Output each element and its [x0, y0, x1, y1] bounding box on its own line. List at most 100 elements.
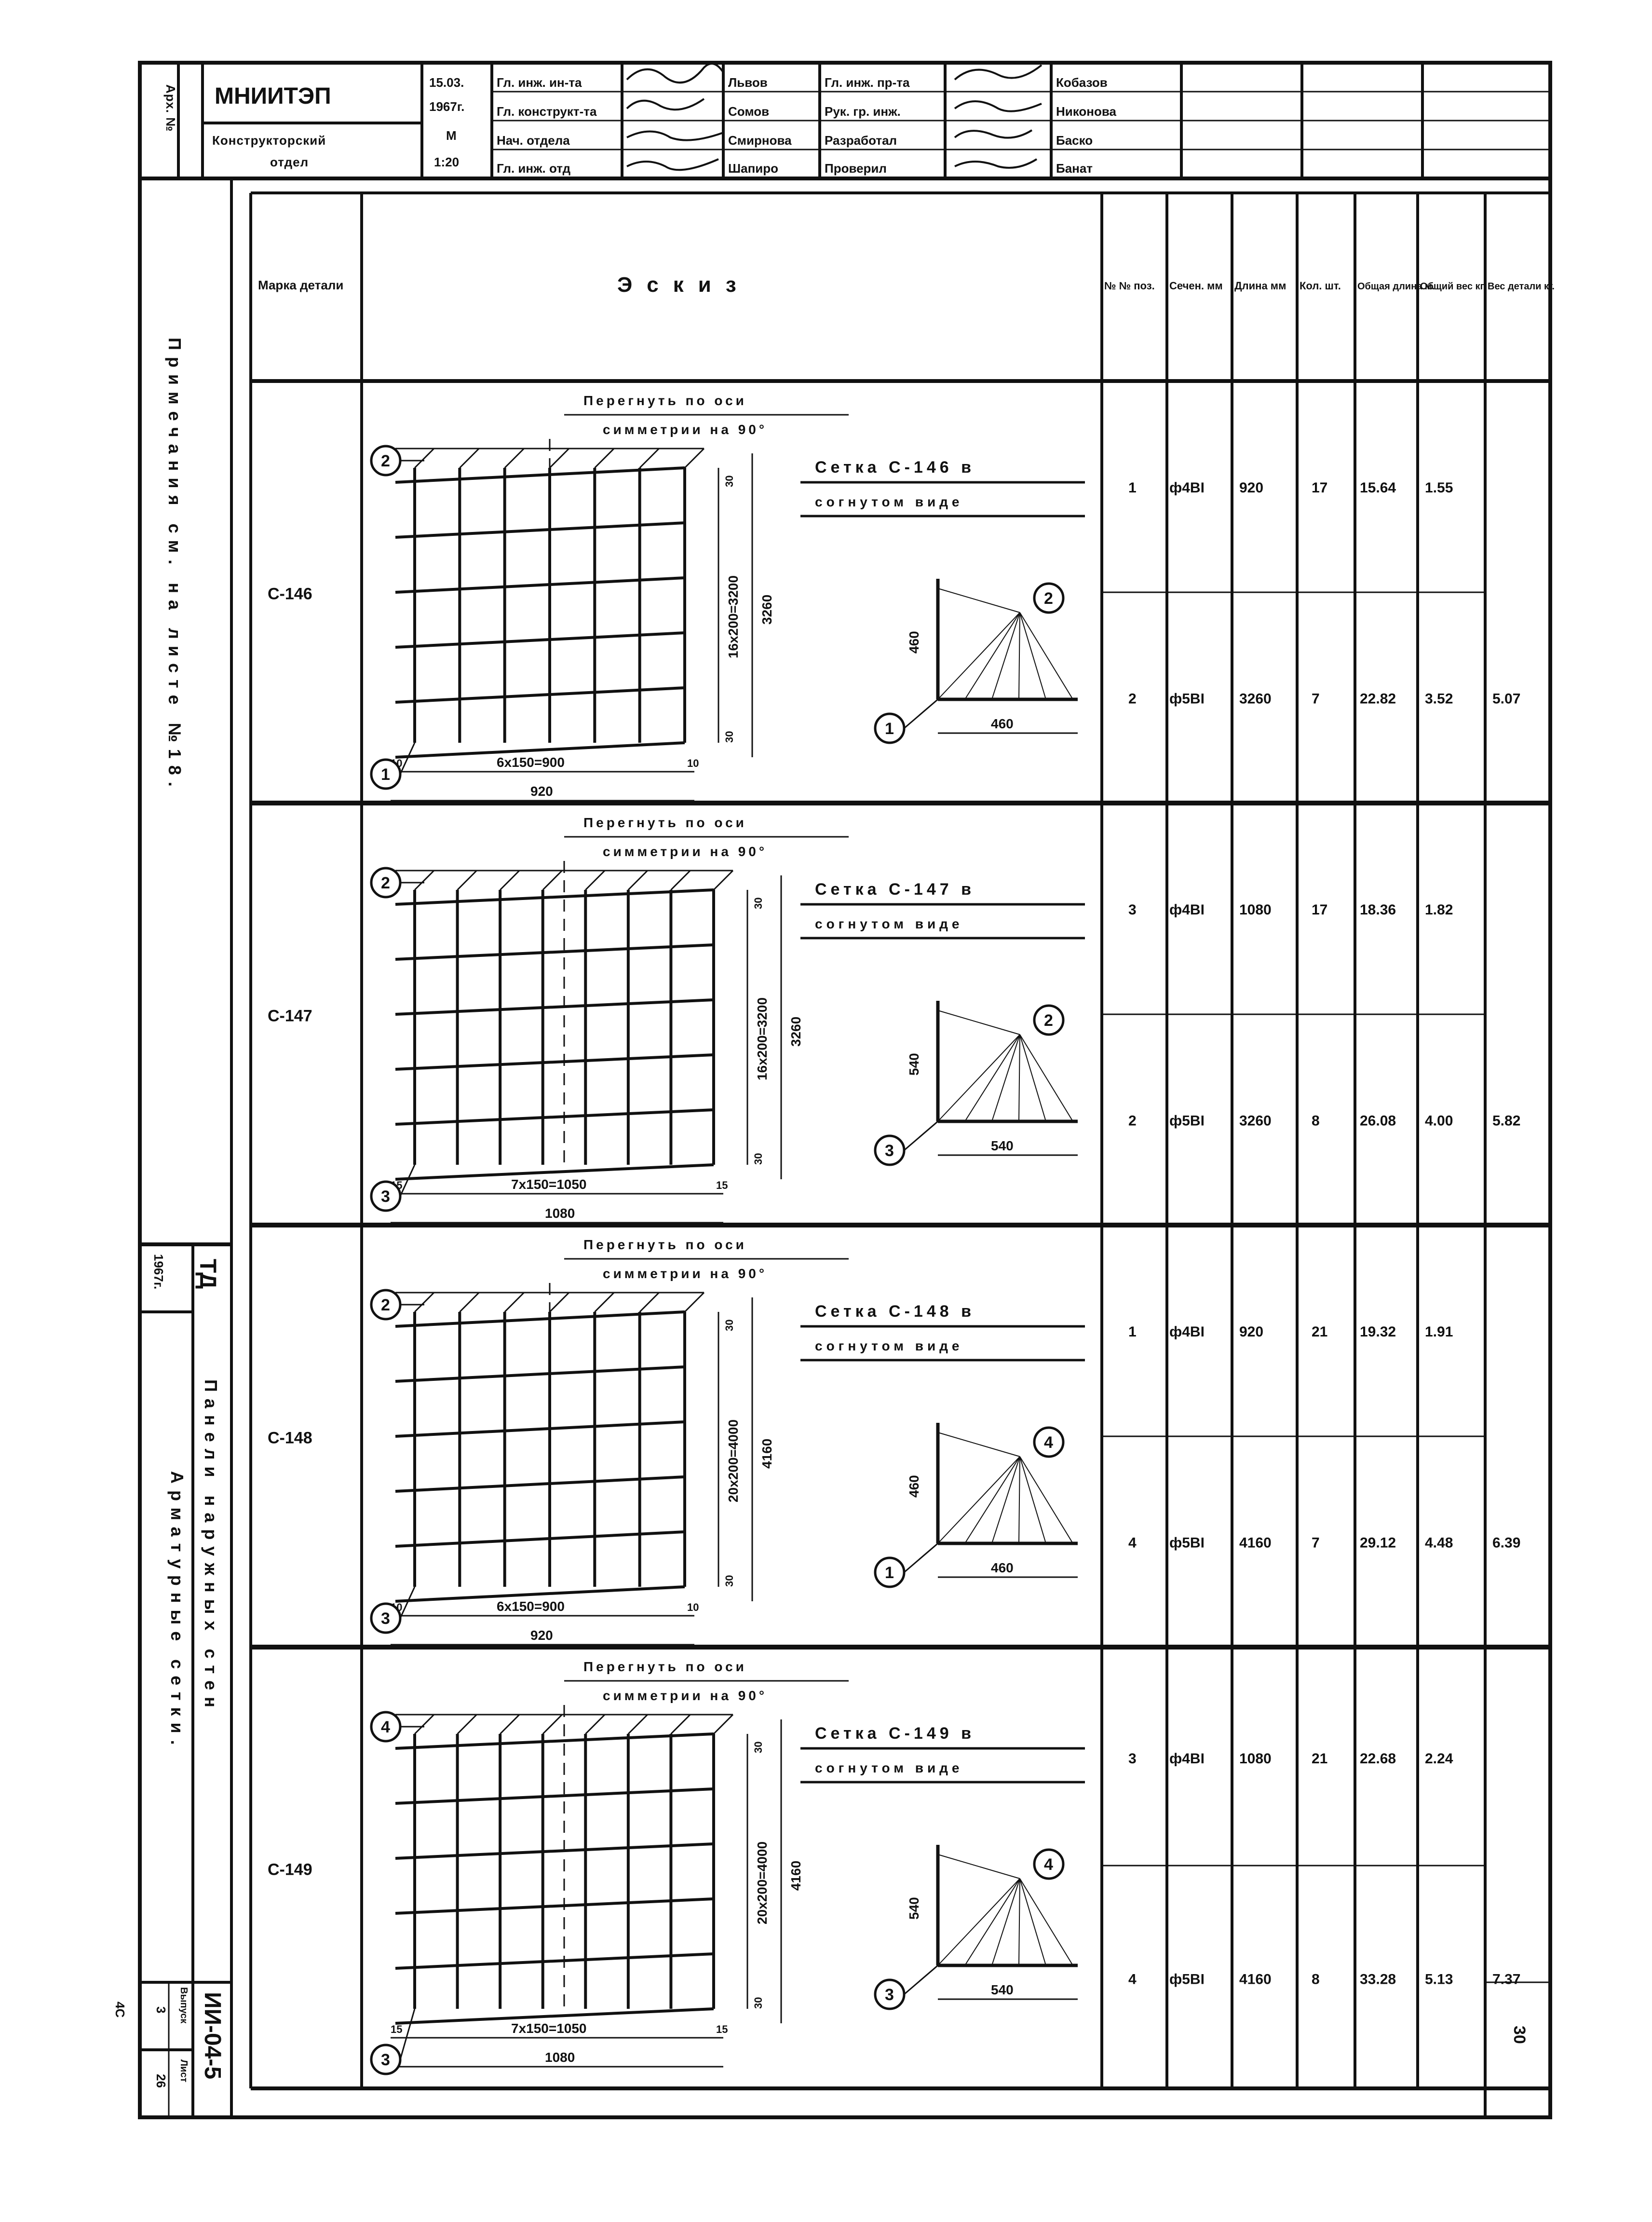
row-1-pos1-length: 920	[1239, 480, 1263, 496]
row-4-callout-bottom: 3	[381, 2051, 390, 2069]
row-2-pos2-length: 3260	[1239, 1113, 1272, 1129]
row-4-callout-top: 4	[381, 1718, 390, 1736]
row-1-dim-h-inner: 6х150=900	[497, 755, 565, 770]
row-4-mesh-horizontal-bar	[395, 1897, 714, 1915]
row-1-dim-v-top: 30	[723, 476, 735, 487]
row-1-mesh-vertical-bar-tail	[414, 448, 435, 469]
row-4-callout-folded-b: 3	[885, 1986, 894, 2004]
row-1-dim-v-inner: 16х200=3200	[726, 575, 741, 658]
row-4-mesh-vertical-bar-tail	[585, 1714, 606, 1735]
row-1-fold-note-1: Перегнуть по оси	[583, 393, 747, 408]
row-4-folded-fan-line	[991, 1878, 1020, 1966]
row-2-dim-h-right: 15	[716, 1179, 728, 1191]
row-2-mesh-horizontal-bar	[395, 998, 714, 1016]
row-3-folded-sub: согнутом виде	[815, 1338, 963, 1353]
row-3-dim-v-total: 4160	[759, 1439, 774, 1469]
row-2-callout-bottom: 3	[381, 1187, 390, 1206]
row-1-folded-title: Сетка С-146 в	[815, 458, 975, 477]
row-2-mesh-vertical-bar-tail	[542, 870, 563, 891]
row-3-pos2-number: 4	[1128, 1535, 1137, 1551]
arch-no-label: Арх. №	[163, 84, 178, 132]
row-4-leg-horizontal: 540	[991, 1982, 1014, 1997]
row-1-mesh-horizontal-bar	[395, 686, 685, 704]
row-4-folded-fan-line	[1019, 1878, 1046, 1966]
row-4-pos1-total-length: 22.68	[1360, 1751, 1396, 1767]
row-4-folded-fan-line	[1018, 1878, 1020, 1966]
sheet-label: Лист	[178, 2059, 189, 2082]
td-year: 1967г.	[151, 1254, 166, 1289]
row-3-dim-v-inner: 20х200=4000	[726, 1419, 741, 1502]
row-1-callout-bottom: 1	[381, 765, 390, 784]
row-4-pos2-length: 4160	[1239, 1971, 1272, 1987]
row-1-dim-v-total: 3260	[759, 595, 774, 625]
row-1-dim-v-bottom: 30	[723, 731, 735, 743]
row-4-mesh-vertical-bar-tail	[713, 1714, 734, 1735]
row-1-mesh-vertical-bar-tail	[504, 448, 525, 469]
row-1-mesh-horizontal-bar	[395, 576, 685, 594]
row-4-mesh-horizontal-bar	[395, 2007, 714, 2025]
row-4-dim-h-right: 15	[716, 2023, 728, 2035]
row-4-folded-sub: согнутом виде	[815, 1760, 963, 1775]
dept-line1: Конструкторский	[212, 133, 326, 148]
row-2-dim-h-inner: 7х150=1050	[511, 1177, 587, 1192]
row-4-detail-weight: 7.37	[1492, 1971, 1520, 1987]
row-3-mesh-vertical-bar-tail	[414, 1292, 435, 1313]
date: 15.03.	[429, 75, 464, 90]
row-1-pos1-number: 1	[1128, 480, 1137, 496]
row-2-callout-folded-b-leader	[904, 1120, 938, 1151]
row-3-pos2-weight: 4.48	[1425, 1535, 1453, 1551]
row-4-mesh-vertical-bar-tail	[542, 1714, 563, 1735]
row-4-dim-v-bottom: 30	[752, 1997, 764, 2009]
row-2-folded-fan-top	[937, 1010, 1020, 1035]
row-2-callout-folded-a-circle	[1033, 1004, 1065, 1036]
row-2-mesh-vertical-bar-tail	[670, 870, 691, 891]
row-2-mesh-horizontal-bar	[395, 1163, 714, 1181]
row-1-dim-h-right: 10	[687, 757, 699, 769]
row-3-dim-v-bottom: 30	[723, 1575, 735, 1587]
row-2-folded-fan-line	[964, 1034, 1020, 1122]
row-4-mesh-vertical-bar-tail	[500, 1714, 520, 1735]
role-left-1: Гл. инж. ин-та	[497, 75, 582, 90]
row-4-pos2-weight: 5.13	[1425, 1971, 1453, 1987]
dept-line2: отдел	[270, 155, 309, 169]
name-right-1: Кобазов	[1056, 75, 1108, 90]
row-4-fold-note-1: Перегнуть по оси	[583, 1659, 747, 1674]
row-4-folded-fan-line	[1019, 1878, 1073, 1966]
row-2-mesh-vertical-bar-tail	[414, 870, 435, 891]
row-4-dim-v-top: 30	[752, 1742, 764, 1753]
row-3-mesh-horizontal-bar	[395, 1420, 685, 1438]
row-1-pos2-section: ф5ВI	[1169, 691, 1205, 707]
row-1-detail-weight: 5.07	[1492, 691, 1520, 707]
row-1-mesh-vertical-bar-tail	[549, 448, 570, 469]
row-3-mesh-vertical-bar-tail	[639, 1292, 660, 1313]
row-2-dim-v-bottom: 30	[752, 1153, 764, 1165]
row-4-callout-folded-a-circle	[1033, 1848, 1065, 1880]
row-3-pos2-length: 4160	[1239, 1535, 1272, 1551]
row-3-mesh-vertical-bar-tail	[459, 1292, 480, 1313]
row-3-callout-bottom: 3	[381, 1609, 390, 1628]
row-3-callout-folded-b: 1	[885, 1564, 894, 1582]
row-4-folded-fan-top	[937, 1854, 1020, 1879]
role-left-2: Гл. конструкт-та	[497, 104, 597, 119]
row-3-pos1-length: 920	[1239, 1324, 1263, 1340]
row-1-leg-horizontal: 460	[991, 716, 1014, 731]
row-1-folded-fan-line	[1019, 612, 1073, 700]
row-4-pos2-total-length: 33.28	[1360, 1971, 1396, 1987]
row-4-pos1-section: ф4ВI	[1169, 1751, 1205, 1767]
row-1-callout-folded-a: 2	[1044, 589, 1053, 608]
row-1-folded-fan-top	[937, 588, 1020, 613]
row-3-callout-top: 2	[381, 1296, 390, 1314]
row-4-dim-h-left: 15	[391, 2023, 402, 2035]
row-2-pos1-length: 1080	[1239, 902, 1272, 918]
row-2-pos2-total-length: 26.08	[1360, 1113, 1396, 1129]
row-4-pos1-number: 3	[1128, 1751, 1137, 1767]
row-2-dim-h-total: 1080	[545, 1206, 575, 1221]
row-1-mesh-vertical-bar-tail	[684, 448, 705, 469]
row-3-pos1-section: ф4ВI	[1169, 1324, 1205, 1340]
row-2-mesh-vertical-bar-tail	[585, 870, 606, 891]
row-1-mesh-vertical-bar-tail	[594, 448, 615, 469]
row-2-dim-v-inner: 16х200=3200	[755, 997, 770, 1080]
row-1-folded-fan-line	[1019, 612, 1046, 700]
page-number: 30	[1510, 2026, 1529, 2044]
